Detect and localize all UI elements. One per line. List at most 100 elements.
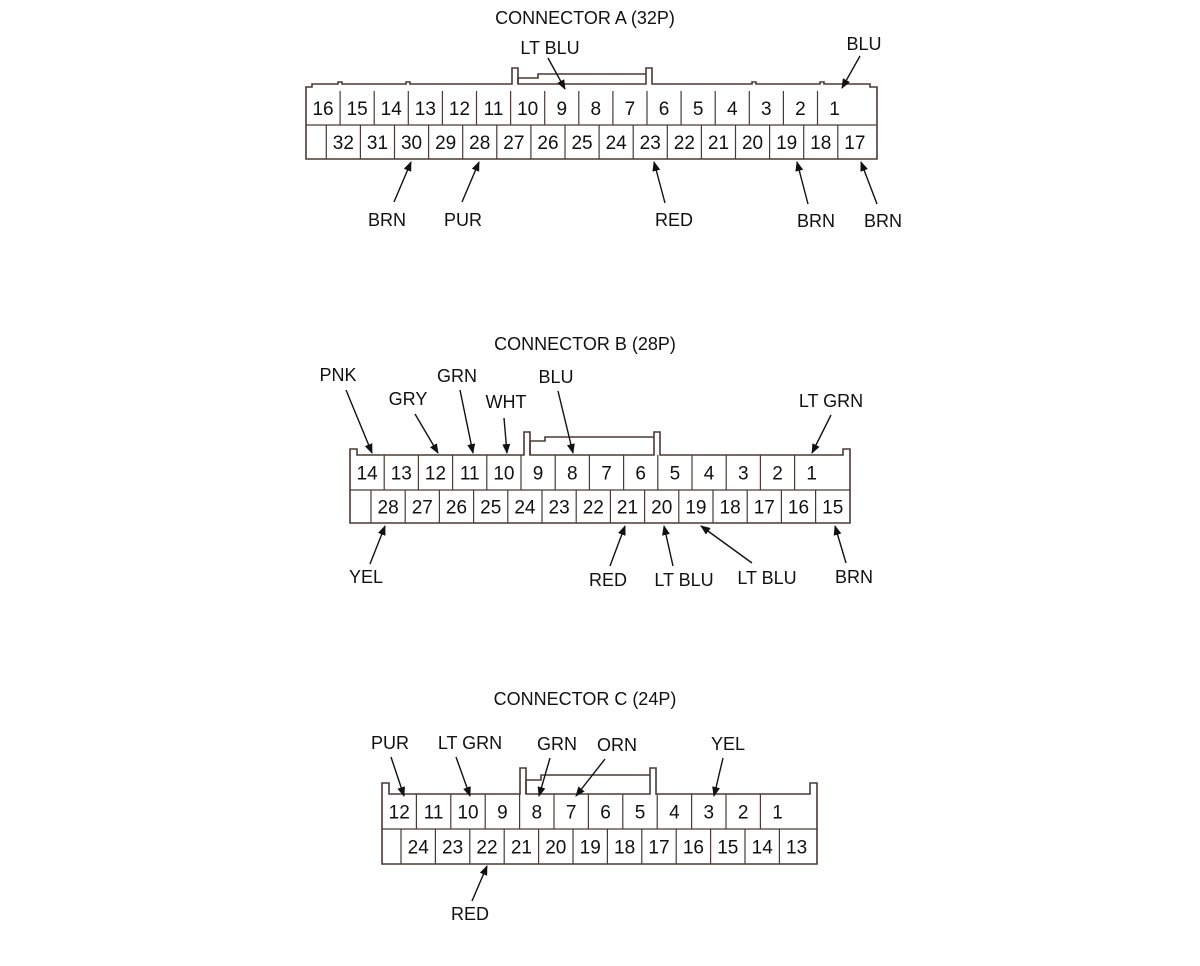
pin-number: 23 [442,838,463,859]
pin-number: 18 [614,838,635,859]
connector-c-title: CONNECTOR C (24P) [494,689,677,709]
pin-number: 15 [822,498,843,519]
wire-label: PNK [319,365,356,385]
pin-number: 9 [533,464,544,485]
pin-number: 23 [549,498,570,519]
wire-label: RED [655,210,693,230]
pin-number: 4 [669,803,680,824]
pin-number: 15 [347,99,368,120]
wire-label: ORN [597,735,637,755]
pin-number: 22 [583,498,604,519]
wire-label: LT BLU [737,568,796,588]
pin-number: 9 [497,803,508,824]
pin-number: 11 [460,464,480,485]
pin-number: 19 [580,838,601,859]
pin-number: 11 [424,803,444,824]
pin-number: 32 [333,133,354,154]
pin-number: 4 [704,464,715,485]
connector-b-latch [529,436,654,455]
wire-label: BLU [846,34,881,54]
pin-number: 9 [556,99,567,120]
pin-number: 18 [720,498,741,519]
pin-number: 8 [591,99,602,120]
pin-number: 30 [401,133,422,154]
wire-label: PUR [371,733,409,753]
pin-number: 6 [600,803,611,824]
wire-label: LT BLU [520,38,579,58]
wire-label: RED [589,570,627,590]
pin-number: 12 [449,99,470,120]
wire-label: YEL [349,567,383,587]
connector-c-housing [381,767,818,865]
pin-number: 27 [412,498,433,519]
wire-label: RED [451,904,489,924]
pin-number: 20 [545,838,566,859]
pin-number: 6 [659,99,670,120]
wire-label: BRN [835,567,873,587]
pin-number: 18 [810,133,831,154]
pin-number: 31 [367,133,388,154]
pin-number: 17 [754,498,775,519]
pin-number: 2 [772,464,783,485]
pin-number: 22 [674,133,695,154]
connector-a-latch [517,73,646,84]
wire-label: LT BLU [654,570,713,590]
pin-number: 17 [648,838,669,859]
wire-label: GRN [437,366,477,386]
pin-number: 1 [772,803,783,824]
pin-number: 27 [503,133,524,154]
pin-number: 19 [776,133,797,154]
pin-number: 3 [704,803,715,824]
pin-number: 10 [457,803,478,824]
pin-number: 3 [761,99,772,120]
pin-number: 5 [670,464,681,485]
pin-number: 11 [484,99,504,120]
pin-number: 13 [786,838,807,859]
pin-number: 10 [493,464,514,485]
pin-number: 8 [532,803,543,824]
pin-number: 1 [829,99,840,120]
pin-number: 25 [571,133,592,154]
pin-number: 21 [617,498,638,519]
pin-number: 12 [389,803,410,824]
pin-number: 26 [537,133,558,154]
pin-number: 29 [435,133,456,154]
wire-label: PUR [444,210,482,230]
pin-number: 7 [625,99,636,120]
pin-number: 14 [357,464,379,485]
pin-number: 14 [752,838,774,859]
wire-label: BRN [368,210,406,230]
pin-number: 7 [566,803,577,824]
pin-number: 20 [742,133,763,154]
pin-number: 10 [517,99,538,120]
pin-number: 2 [738,803,749,824]
pin-number: 21 [511,838,532,859]
wire-label: GRN [537,734,577,754]
wire-label: BLU [538,367,573,387]
connector-b-housing [349,431,851,524]
pin-number: 22 [476,838,497,859]
wire-label: LT GRN [438,733,502,753]
connector-c-latch [525,774,650,794]
wire-label: GRY [389,389,428,409]
pin-number: 4 [727,99,738,120]
pin-number: 19 [685,498,706,519]
pin-number: 15 [717,838,738,859]
pin-number: 20 [651,498,672,519]
pin-number: 16 [788,498,809,519]
wire-label: YEL [711,734,745,754]
pin-number: 6 [635,464,646,485]
pin-number: 24 [514,498,536,519]
pin-number: 13 [391,464,412,485]
pin-number: 17 [844,133,865,154]
pin-number: 1 [806,464,817,485]
pin-number: 16 [312,99,333,120]
wire-label: BRN [797,211,835,231]
pin-number: 3 [738,464,749,485]
pin-number: 23 [640,133,661,154]
pin-number: 16 [683,838,704,859]
connector-a-housing [305,67,878,160]
